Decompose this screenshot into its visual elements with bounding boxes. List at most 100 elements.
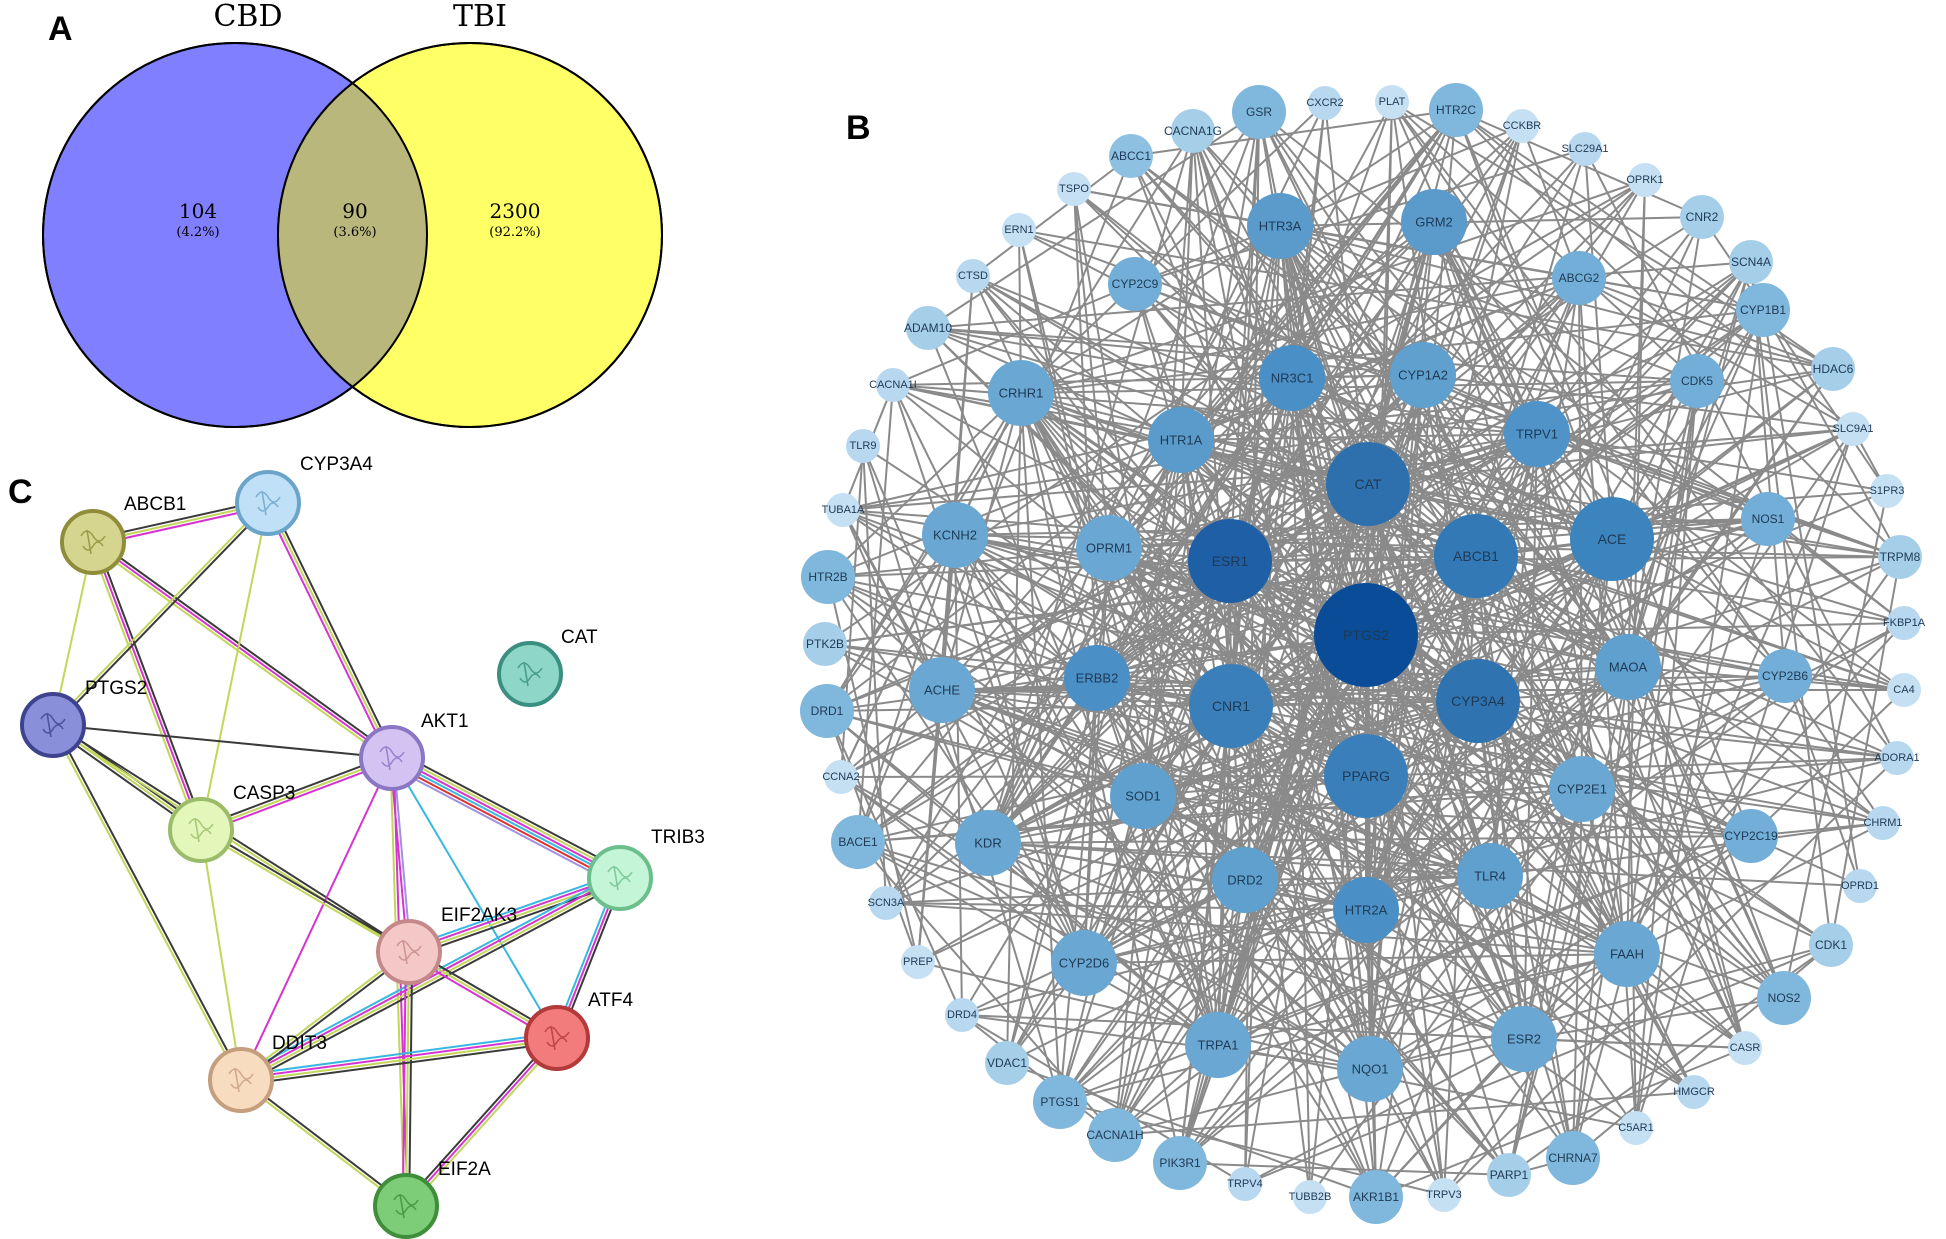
network-b-node-circle bbox=[1670, 354, 1724, 408]
network-c-edge bbox=[199, 754, 392, 828]
network-b-node-circle bbox=[1491, 1006, 1557, 1072]
network-c-edge bbox=[389, 761, 619, 884]
network-b-node-oprk1: OPRK1 bbox=[1626, 163, 1664, 197]
network-c-edge bbox=[390, 758, 620, 881]
network-b-node-nos1: NOS1 bbox=[1741, 492, 1795, 546]
network-b-node-label: KDR bbox=[974, 836, 1001, 851]
network-b-node-circle bbox=[1487, 1153, 1531, 1197]
network-b-edge bbox=[1230, 518, 1769, 707]
network-b-edge bbox=[857, 155, 1132, 843]
network-b-edge bbox=[1508, 788, 1583, 1176]
network-b-node-label: SCN3A bbox=[868, 897, 905, 909]
network-c-node-label: AKT1 bbox=[421, 711, 469, 732]
network-b-edge bbox=[961, 1014, 1371, 1070]
network-c-edge bbox=[264, 503, 391, 760]
network-b-edge bbox=[1020, 392, 1629, 668]
network-b-node-label: CACNA1I bbox=[869, 379, 917, 391]
network-b-node-label: SLC29A1 bbox=[1561, 143, 1608, 155]
network-b-node-label: VDAC1 bbox=[987, 1056, 1027, 1070]
network-b-node-cacna1g: CACNA1G bbox=[1164, 109, 1222, 153]
network-b-node-label: BACE1 bbox=[838, 835, 878, 849]
venn-intersection bbox=[277, 83, 428, 387]
network-b-edge bbox=[927, 327, 1538, 435]
network-b-node-circle bbox=[955, 810, 1021, 876]
protein-structure-icon bbox=[255, 490, 281, 516]
network-b-node-circle bbox=[803, 622, 847, 666]
network-b-edge bbox=[927, 327, 1695, 1093]
network-b-edge bbox=[1375, 622, 1905, 1198]
network-b-node-circle bbox=[1457, 843, 1523, 909]
network-b-node-circle bbox=[906, 306, 950, 350]
network-b-node-label: HMGCR bbox=[1673, 1086, 1715, 1098]
network-b-edge bbox=[1455, 109, 1752, 837]
network-b-edge bbox=[842, 509, 1085, 964]
network-b-node-cnr1: CNR1 bbox=[1189, 664, 1273, 748]
network-b-edge bbox=[840, 483, 1369, 778]
network-b-edge bbox=[1217, 560, 1231, 1046]
network-b-node-circle bbox=[1153, 1136, 1207, 1190]
network-b-node-slc29a1: SLC29A1 bbox=[1561, 132, 1609, 166]
network-b-edge bbox=[1762, 309, 1861, 887]
network-b-node-circle bbox=[1619, 1111, 1653, 1145]
network-b-node-label: ACHE bbox=[924, 683, 960, 698]
network-c-edge bbox=[241, 1038, 558, 1083]
network-b-edge bbox=[885, 902, 1628, 955]
network-b-node-label: PTGS2 bbox=[1343, 627, 1389, 643]
network-c-panel: C ABCB1CYP3A4CATPTGS2AKT1CASP3TRIB3EIF2A… bbox=[8, 454, 705, 1239]
network-c-edge bbox=[408, 952, 414, 1207]
venn-set-title-cbd: CBD bbox=[213, 0, 282, 34]
network-b-node-htr2a: HTR2A bbox=[1333, 877, 1399, 943]
network-b-edge bbox=[892, 384, 1085, 964]
network-b-node-circle bbox=[1259, 345, 1325, 411]
network-b-node-hdac6: HDAC6 bbox=[1811, 347, 1855, 391]
network-b-edge bbox=[1391, 101, 1698, 382]
network-b-edge bbox=[1006, 392, 1022, 1064]
network-b-node-label: ERN1 bbox=[1004, 224, 1033, 236]
network-c-edge bbox=[53, 503, 270, 727]
network-b-node-circle bbox=[1051, 930, 1117, 996]
network-b-edge bbox=[1581, 788, 1785, 999]
network-b-edge bbox=[1611, 368, 1834, 540]
network-b-edge bbox=[1073, 188, 1281, 227]
network-b-node-circle bbox=[1076, 515, 1142, 581]
network-b-node-circle bbox=[1504, 401, 1570, 467]
network-b-edge bbox=[840, 433, 1538, 778]
network-b-node-scn3a: SCN3A bbox=[868, 886, 905, 920]
network-b-node-circle bbox=[1887, 606, 1921, 640]
network-b-node-circle bbox=[1811, 347, 1855, 391]
network-b-node-label: PARP1 bbox=[1490, 1168, 1529, 1182]
network-b-node-trpv3: TRPV3 bbox=[1426, 1178, 1462, 1212]
network-b-node-adam10: ADAM10 bbox=[904, 306, 952, 350]
network-b-node-label: NR3C1 bbox=[1271, 371, 1314, 386]
network-c-edge bbox=[240, 1035, 557, 1080]
network-b-edge bbox=[1179, 1162, 1510, 1176]
network-b-node-label: FAAH bbox=[1610, 947, 1644, 962]
network-b-node-casr: CASR bbox=[1728, 1031, 1762, 1065]
network-b-node-circle bbox=[1866, 806, 1900, 840]
venn-outline-tbi bbox=[277, 42, 663, 428]
network-c-node-label: ATF4 bbox=[588, 990, 633, 1011]
network-b-node-label: CDK1 bbox=[1815, 938, 1847, 952]
network-b-node-label: CTSD bbox=[958, 270, 988, 282]
network-b-node-cdk1: CDK1 bbox=[1809, 923, 1853, 967]
network-b-edge bbox=[1475, 309, 1764, 557]
network-b-node-trpa1: TRPA1 bbox=[1185, 1012, 1251, 1078]
network-b-edge bbox=[1523, 433, 1538, 1040]
network-b-node-abcg2: ABCG2 bbox=[1552, 251, 1606, 305]
network-b-node-circle bbox=[1728, 1031, 1762, 1065]
network-c-edge bbox=[405, 951, 410, 1207]
network-c-node-akt1: AKT1 bbox=[359, 711, 469, 791]
network-b-node-cdk5: CDK5 bbox=[1670, 354, 1724, 408]
network-b-node-circle bbox=[1033, 1075, 1087, 1129]
network-b-node-circle bbox=[1628, 163, 1662, 197]
network-b-edge bbox=[1635, 428, 1854, 1129]
network-c-edge bbox=[240, 757, 393, 1081]
network-b-node-circle bbox=[1880, 741, 1914, 775]
network-b-node-circle bbox=[826, 493, 860, 527]
network-b-node-ca4: CA4 bbox=[1887, 673, 1921, 707]
network-b-edge bbox=[1375, 1038, 1525, 1198]
protein-structure-icon bbox=[80, 529, 106, 555]
network-b-node-label: CCKBR bbox=[1503, 120, 1542, 132]
network-b-node-circle bbox=[988, 360, 1054, 426]
